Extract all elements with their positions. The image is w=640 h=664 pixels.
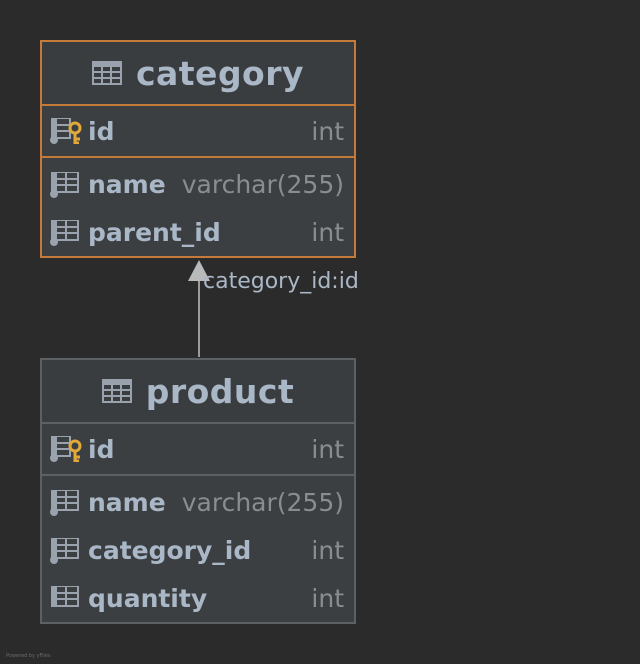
fields-section: name varchar(255) category_id int <box>42 476 354 622</box>
column-type: varchar(255) <box>181 169 344 199</box>
column-name: name <box>88 487 166 517</box>
column-type: int <box>311 217 344 247</box>
column-type: int <box>311 116 344 146</box>
column-name: quantity <box>88 583 208 613</box>
column-type: int <box>311 583 344 613</box>
column-name: id <box>88 434 115 464</box>
column-row[interactable]: category_id int <box>42 526 354 574</box>
category-table-node[interactable]: category id int <box>40 40 356 258</box>
column-row[interactable]: name varchar(255) <box>42 478 354 526</box>
column-name: name <box>88 169 166 199</box>
fields-section: name varchar(255) parent_id int <box>42 158 354 256</box>
column-icon <box>50 219 80 246</box>
table-header[interactable]: category <box>42 42 354 106</box>
table-title: category <box>135 53 305 93</box>
column-icon <box>50 537 80 564</box>
primary-key-section: id int <box>42 424 354 476</box>
product-table-node[interactable]: product id int <box>40 358 356 624</box>
column-name: id <box>88 116 115 146</box>
watermark: Powered by yFiles <box>6 653 51 659</box>
column-name: parent_id <box>88 217 221 247</box>
table-icon <box>91 61 122 85</box>
column-name: category_id <box>88 535 252 565</box>
table-header[interactable]: product <box>42 360 354 424</box>
table-icon <box>101 379 132 403</box>
primary-key-icon <box>50 117 84 145</box>
primary-key-row[interactable]: id int <box>42 424 354 474</box>
primary-key-row[interactable]: id int <box>42 106 354 156</box>
column-icon <box>50 171 80 198</box>
table-title: product <box>145 371 295 411</box>
column-icon <box>50 489 80 516</box>
relation-label: category_id:id <box>203 269 359 294</box>
primary-key-icon <box>50 435 84 463</box>
column-row[interactable]: parent_id int <box>42 208 354 256</box>
column-type: varchar(255) <box>181 487 344 517</box>
primary-key-section: id int <box>42 106 354 158</box>
column-row[interactable]: name varchar(255) <box>42 160 354 208</box>
column-type: int <box>311 535 344 565</box>
column-icon <box>50 585 80 612</box>
column-type: int <box>311 434 344 464</box>
column-row[interactable]: quantity int <box>42 574 354 622</box>
